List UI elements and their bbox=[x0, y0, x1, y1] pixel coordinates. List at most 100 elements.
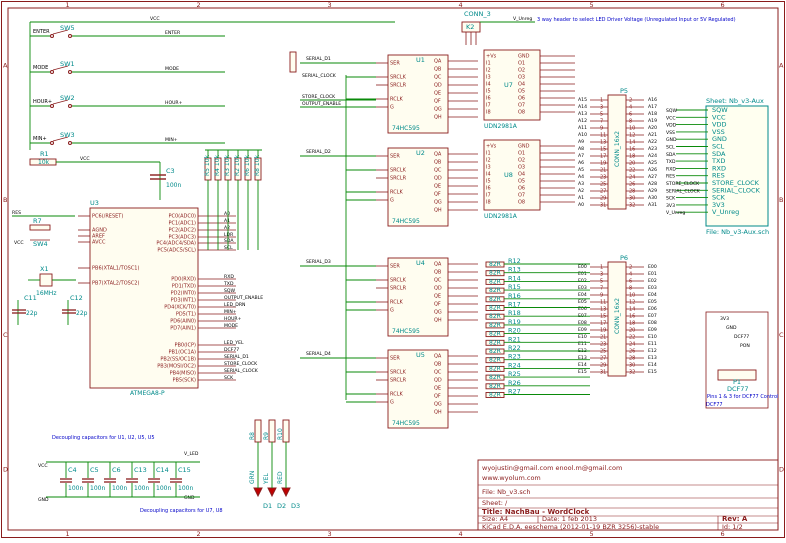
sr-pin: QA bbox=[434, 354, 442, 360]
sr-pin: RCLK bbox=[390, 392, 404, 398]
c12-value: 22p bbox=[76, 310, 88, 317]
led-resistor-value: 82R bbox=[489, 322, 501, 329]
mcu-net: MIN+ bbox=[224, 309, 237, 315]
header-pin-num: 6 bbox=[629, 279, 632, 285]
header-net-left: E08 bbox=[578, 320, 587, 326]
sheet-pin: VSS bbox=[712, 128, 725, 136]
header-pin-num: 8 bbox=[629, 286, 632, 292]
led-resistor-ref: R17 bbox=[508, 301, 521, 309]
c3-value: 100n bbox=[166, 182, 181, 189]
header-net-right: A24 bbox=[648, 153, 657, 159]
output-enable-net: OUTPUT_ENABLE bbox=[302, 101, 341, 107]
driver-pin: O6 bbox=[518, 186, 525, 192]
header-pin-num: 3 bbox=[600, 272, 603, 278]
mcu-pin-right: PC0(ADC0) bbox=[168, 214, 196, 220]
header-pin-num: 15 bbox=[600, 147, 606, 153]
header-net-right: E15 bbox=[648, 369, 657, 375]
header-net-right: E01 bbox=[648, 271, 657, 277]
header-net-left: E04 bbox=[578, 292, 587, 298]
header-net-right: A28 bbox=[648, 181, 657, 187]
sr-pin: QE bbox=[434, 91, 441, 97]
led-series-ref: R10 bbox=[277, 428, 284, 440]
switch-contact bbox=[50, 34, 54, 38]
led-symbol bbox=[267, 487, 277, 498]
k2-value: CONN_3 bbox=[464, 10, 491, 18]
switch-ref: SW5 bbox=[60, 24, 75, 32]
tb-sheet: Sheet: / bbox=[482, 499, 508, 507]
led-series-ref: R9 bbox=[263, 432, 270, 440]
header-pin-num: 7 bbox=[600, 286, 603, 292]
driver-pin: O4 bbox=[518, 82, 525, 88]
sheet-pin: SCL bbox=[712, 143, 725, 151]
mcu-pin-right: PD0(RXD) bbox=[171, 277, 196, 283]
header-pin-num: 18 bbox=[629, 321, 635, 327]
sr-pin: SRCLK bbox=[390, 75, 407, 81]
header-pin-num: 20 bbox=[629, 161, 635, 167]
header-net-left: E15 bbox=[578, 369, 587, 375]
mcu-pin-left: AGND bbox=[92, 228, 107, 234]
led-resistor-value: 82R bbox=[489, 392, 501, 399]
header-net-left: A6 bbox=[578, 160, 584, 166]
sheet-pin: SCK bbox=[712, 194, 726, 202]
switch-contact bbox=[50, 141, 54, 145]
sr-pin: QB bbox=[434, 67, 442, 73]
header-net-right: A20 bbox=[648, 125, 657, 131]
sheet-pin: VCC bbox=[712, 113, 726, 121]
pullup-label: R6 10k bbox=[244, 154, 251, 176]
sr-pin: QG bbox=[434, 310, 442, 316]
led-resistor bbox=[485, 383, 505, 390]
vcc-top-label: VCC bbox=[150, 16, 160, 22]
sheet-pin-net: VSS bbox=[666, 130, 675, 136]
switch-net: MODE bbox=[165, 66, 179, 72]
mcu-pin-right: PC4(ADC4/SDA) bbox=[156, 241, 196, 247]
sr-pin: QC bbox=[434, 278, 442, 284]
sr-ref: U4 bbox=[416, 259, 425, 267]
driver-pin: O3 bbox=[518, 165, 525, 171]
header-net-left: E06 bbox=[578, 306, 587, 312]
header-net-right: E02 bbox=[648, 278, 657, 284]
sr-pin: QC bbox=[434, 75, 442, 81]
switch-contact bbox=[50, 70, 54, 74]
led-resistor-value: 82R bbox=[489, 261, 501, 268]
header-pin-num: 2 bbox=[629, 98, 632, 104]
led-resistor-ref: R13 bbox=[508, 266, 521, 274]
store-clock-net: STORE_CLOCK bbox=[302, 94, 336, 100]
mcu-ref: U3 bbox=[90, 199, 99, 207]
switch-ref: SW2 bbox=[60, 94, 75, 102]
driver-pin: O8 bbox=[518, 110, 525, 116]
mcu-pin-left: PB6(XTAL1/TOSC1) bbox=[92, 266, 139, 272]
driver-pin: +Vs bbox=[486, 144, 497, 150]
p1-value: DCF77 bbox=[727, 385, 749, 393]
led-ref: D2 bbox=[277, 502, 286, 510]
mcu-net: SERIAL_D1 bbox=[224, 354, 249, 360]
led-resistor bbox=[485, 287, 505, 294]
sheet-pin-net: SCL bbox=[666, 145, 675, 151]
led-resistor-value: 82R bbox=[489, 374, 501, 381]
sr-ref: U1 bbox=[416, 56, 425, 64]
tb-date: Date: 1 feb 2013 bbox=[542, 515, 597, 523]
decoup-cap-value: 100n bbox=[68, 485, 83, 492]
border-col-label: 5 bbox=[590, 530, 594, 538]
vcc-decoup: VCC bbox=[38, 463, 48, 469]
header-pin-num: 31 bbox=[600, 370, 606, 376]
sheet-pin-net: 3V3 bbox=[666, 203, 675, 209]
pullup-label: R3 10k bbox=[224, 154, 231, 176]
header-net-right: A19 bbox=[648, 118, 657, 124]
x1-value: 16MHz bbox=[36, 290, 56, 297]
crystal-x1: X1 16MHz C11 C12 22p 22p bbox=[12, 265, 88, 325]
driver-pin: I8 bbox=[486, 110, 491, 116]
tb-file: File: Nb_v3.sch bbox=[482, 488, 531, 496]
header-pin-num: 11 bbox=[600, 300, 606, 306]
sr-pin: SER bbox=[390, 61, 400, 67]
border-col-label: 4 bbox=[459, 530, 463, 538]
header-value: CONN_16x2 bbox=[614, 131, 621, 167]
decoupling-caps: Decoupling capacitors for U1, U2, U5, U5… bbox=[38, 435, 223, 514]
header-net-right: A21 bbox=[648, 132, 657, 138]
border-col-label: 2 bbox=[197, 1, 201, 9]
led-resistor-ref: R22 bbox=[508, 344, 521, 352]
driver-pin: I5 bbox=[486, 179, 491, 185]
header-net-left: A12 bbox=[578, 118, 587, 124]
driver-pin: O3 bbox=[518, 75, 525, 81]
led-resistor-value: 82R bbox=[489, 270, 501, 277]
dcf77-connector: 3V3 GND DCF77 PON P1 DCF77 Pins 1 & 3 fo… bbox=[705, 311, 778, 409]
